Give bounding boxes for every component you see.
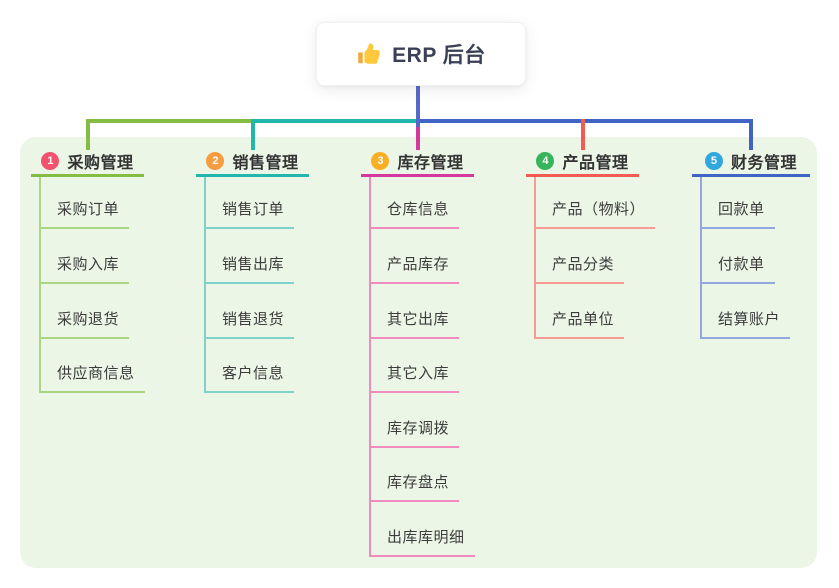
branch-node-1[interactable]: 1 采购管理: [31, 147, 144, 177]
child-connector-line: [204, 177, 206, 393]
branch-number-badge: 5: [704, 151, 723, 170]
bus-segment-middle: [250, 119, 416, 123]
root-connector-line: [415, 84, 420, 127]
branch-number-badge: 2: [206, 151, 225, 170]
child-node[interactable]: 销售出库: [204, 255, 295, 284]
branch-drop-line-4: [580, 119, 585, 150]
child-node[interactable]: 产品库存: [369, 255, 460, 284]
thumbs-up-icon: [356, 41, 382, 67]
branch-drop-line-5: [749, 119, 753, 150]
child-node[interactable]: 其它出库: [369, 310, 460, 339]
child-node[interactable]: 采购入库: [39, 255, 130, 284]
child-node[interactable]: 付款单: [700, 255, 775, 284]
child-node[interactable]: 回款单: [700, 200, 775, 229]
child-node[interactable]: 产品（物料）: [534, 200, 656, 229]
child-node[interactable]: 其它入库: [369, 364, 460, 393]
branch-node-5[interactable]: 5 财务管理: [692, 147, 810, 177]
branch-drop-line-3: [415, 119, 420, 150]
child-connector-line: [700, 177, 702, 339]
branch-number-badge: 1: [41, 151, 60, 170]
child-connector-line: [369, 177, 371, 557]
child-node[interactable]: 仓库信息: [369, 200, 460, 229]
branch-label: 产品管理: [562, 154, 629, 172]
child-node[interactable]: 结算账户: [700, 310, 791, 339]
root-label: ERP 后台: [392, 44, 486, 67]
branch-drop-line-1: [85, 119, 90, 150]
bus-segment-right: [419, 119, 753, 123]
branch-node-3[interactable]: 3 库存管理: [361, 147, 474, 177]
branch-number-badge: 3: [371, 151, 390, 170]
child-node[interactable]: 供应商信息: [39, 364, 145, 393]
child-node[interactable]: 采购退货: [39, 310, 130, 339]
child-node[interactable]: 库存调拨: [369, 419, 460, 448]
child-node[interactable]: 采购订单: [39, 200, 130, 229]
child-connector-line: [39, 177, 41, 393]
child-node[interactable]: 产品分类: [534, 255, 625, 284]
child-node[interactable]: 客户信息: [204, 364, 295, 393]
branch-label: 采购管理: [67, 154, 134, 172]
child-connector-line: [534, 177, 536, 339]
child-node[interactable]: 销售订单: [204, 200, 295, 229]
bus-segment-left: [85, 119, 253, 123]
branch-node-2[interactable]: 2 销售管理: [196, 147, 309, 177]
branch-number-badge: 4: [536, 151, 555, 170]
child-node[interactable]: 库存盘点: [369, 473, 460, 502]
branch-node-4[interactable]: 4 产品管理: [526, 147, 639, 177]
branch-drop-line-2: [250, 119, 255, 150]
root-node[interactable]: ERP 后台: [316, 22, 526, 86]
child-node[interactable]: 销售退货: [204, 310, 295, 339]
branch-label: 销售管理: [232, 154, 299, 172]
branch-label: 财务管理: [730, 154, 797, 172]
mindmap-board: [20, 137, 817, 568]
child-node[interactable]: 出库库明细: [369, 528, 475, 557]
branch-label: 库存管理: [397, 154, 464, 172]
child-node[interactable]: 产品单位: [534, 310, 625, 339]
